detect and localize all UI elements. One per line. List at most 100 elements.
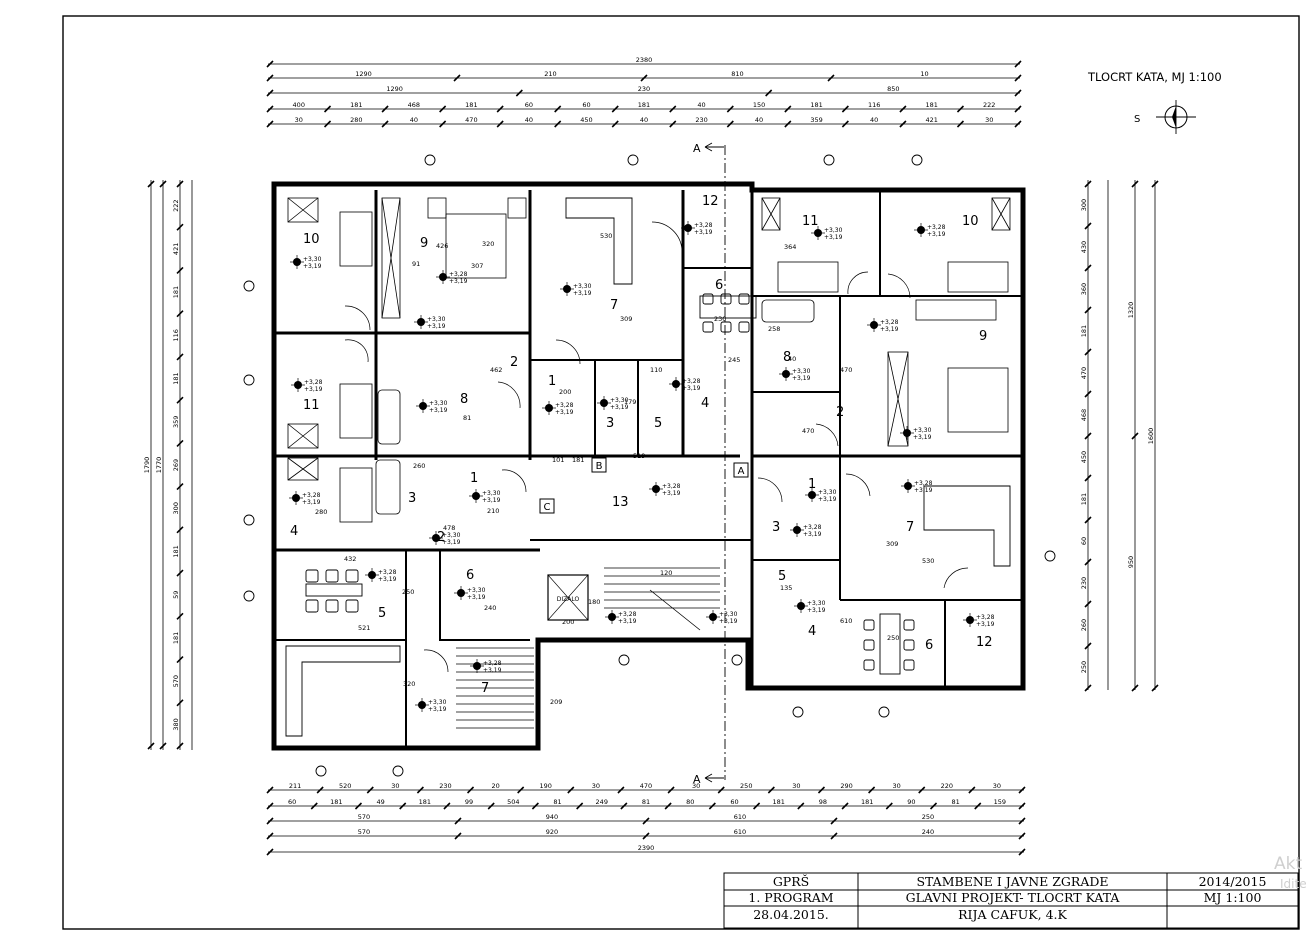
marker-c: C: [544, 502, 551, 513]
right-dim-inner: 468: [1080, 409, 1088, 421]
section-arrow-top: [704, 142, 724, 152]
dimension-tick: [830, 832, 838, 840]
bottom-dim-2: 90: [907, 798, 915, 806]
room-number: 8: [460, 392, 468, 407]
dimension-tick: [669, 120, 677, 128]
level-value: +3,19: [807, 607, 826, 614]
room-dimension: 364: [784, 243, 796, 251]
room-number: 5: [378, 606, 386, 621]
room-number: 4: [808, 624, 816, 639]
level-value: +3,19: [792, 375, 811, 382]
level-value: +3,28: [555, 402, 574, 409]
marker-boxes: [539, 457, 749, 514]
bottom-dim-1: 30: [792, 782, 800, 790]
dimension-tick: [381, 105, 389, 113]
bottom-dim-1: 290: [840, 782, 852, 790]
left-dim-inner: 269: [172, 459, 180, 471]
room-number: 12: [702, 194, 719, 209]
title-block-grid: [723, 872, 1299, 929]
dimension-tick: [642, 817, 650, 825]
dimension-tick: [1014, 105, 1022, 113]
right-dim-inner: 260: [1080, 619, 1088, 631]
bottom-dim-1: 30: [993, 782, 1001, 790]
room-dimension: 470: [802, 427, 814, 435]
top-dim-4: 181: [810, 101, 822, 109]
dimension-tick: [453, 74, 461, 82]
door-swings: [344, 221, 969, 673]
left-dim-outer: 1790: [143, 457, 151, 474]
level-value: +3,19: [467, 594, 486, 601]
bottom-dim-2: 49: [376, 798, 384, 806]
dimension-tick: [956, 105, 965, 113]
dimension-tick: [354, 802, 363, 810]
room-dimension: 320: [403, 680, 415, 688]
level-value: +3,19: [682, 385, 701, 392]
room-number: 10: [303, 232, 320, 247]
left-dim-inner: 181: [172, 372, 180, 384]
top-dim-5: 450: [580, 116, 592, 124]
top-dim-5: 359: [810, 116, 822, 124]
dimension-tick: [1084, 474, 1092, 482]
dimension-tick: [611, 105, 619, 113]
level-marker: +3,28+3,19: [649, 482, 681, 497]
dimension-tick: [266, 786, 274, 794]
room-dimension: 110: [650, 366, 662, 374]
dimension-tick: [841, 105, 849, 113]
dimension-tick: [159, 180, 167, 188]
left-dimension-lines: [150, 180, 193, 750]
level-value: +3,28: [302, 492, 321, 499]
level-marker: +3,30+3,19: [415, 698, 447, 713]
level-value: +3,19: [483, 667, 502, 674]
room-dimension: 478: [443, 524, 455, 532]
room-number: 1: [808, 477, 816, 492]
right-dim-inner: 181: [1080, 493, 1088, 505]
dimension-tick: [784, 120, 792, 128]
level-value: +3,28: [662, 483, 681, 490]
top-dim-4: 60: [525, 101, 533, 109]
dimension-tick: [496, 120, 504, 128]
dimension-tick: [968, 786, 976, 794]
top-dim-2: 810: [731, 70, 743, 78]
dimension-tick: [767, 786, 775, 794]
room-dimension: 258: [768, 325, 780, 333]
room-number: 1: [470, 471, 478, 486]
bottom-dim-2: 81: [553, 798, 561, 806]
dimension-tick: [1131, 684, 1139, 692]
dimension-tick: [1018, 802, 1026, 810]
section-label-top: A: [693, 142, 701, 155]
right-dimension-text: 1600132095030043036018147046845018160230…: [1080, 199, 1155, 673]
room-number: 7: [481, 681, 489, 696]
dimension-tick: [899, 120, 907, 128]
room-dimension: 280: [315, 508, 327, 516]
room-number: 4: [290, 524, 298, 539]
dimension-tick: [176, 742, 184, 750]
room-number: 7: [610, 298, 618, 313]
level-value: +3,19: [302, 499, 321, 506]
top-dim-3: 850: [887, 85, 899, 93]
dimension-tick: [611, 120, 619, 128]
room-number: 6: [715, 278, 723, 293]
level-value: +3,19: [818, 496, 837, 503]
bottom-dim-1: 230: [439, 782, 451, 790]
level-value: +3,19: [428, 706, 447, 713]
dimension-tick: [454, 817, 462, 825]
room-dimension: 120: [660, 569, 672, 577]
dimension-tick: [1084, 264, 1092, 272]
room-dimension: 40: [788, 355, 796, 363]
level-marker: +3,30+3,19: [779, 367, 811, 382]
bottom-dim-5: 2390: [638, 844, 655, 852]
dimension-tick: [466, 786, 475, 794]
level-value: +3,30: [467, 587, 486, 594]
dimension-tick: [443, 802, 451, 810]
top-dim-4: 181: [465, 101, 477, 109]
dimension-tick: [841, 120, 849, 128]
dimension-tick: [517, 786, 525, 794]
right-dim-inner: 300: [1080, 199, 1088, 211]
left-dim-inner: 181: [172, 286, 180, 298]
level-value: +3,30: [610, 397, 629, 404]
top-dimension-lines: [268, 63, 1020, 125]
level-value: +3,30: [913, 427, 932, 434]
dimension-tick: [266, 817, 274, 825]
